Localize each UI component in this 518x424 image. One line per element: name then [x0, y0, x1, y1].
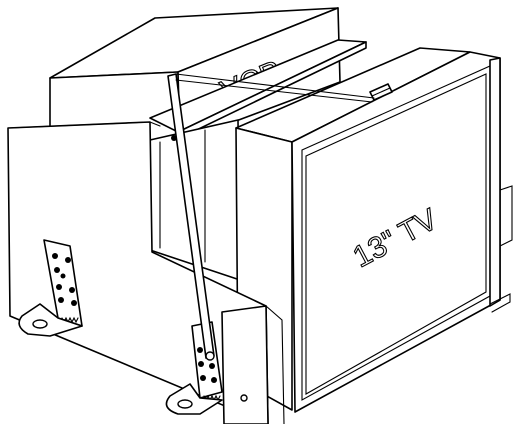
left-bracket-foot-hole	[32, 319, 48, 329]
left-bracket-bolt-1	[52, 253, 58, 259]
left-bracket-bolt-3	[54, 267, 60, 273]
left-bracket-bolt-2	[65, 257, 71, 263]
tie-strap-upper	[175, 73, 375, 99]
strap-clip-line	[371, 87, 391, 97]
front-upright-panel	[221, 305, 285, 424]
tv-right-edge	[489, 57, 501, 307]
tie-strap-upper-inner	[175, 79, 373, 103]
right-bracket-bolt-5	[200, 375, 206, 381]
right-bracket-foot-hole	[177, 399, 193, 409]
right-bracket-bolt-3	[198, 361, 204, 367]
right-bracket-bolt-1	[197, 347, 203, 353]
left-bracket-bolt-4	[60, 273, 66, 279]
right-bracket-bolt-4	[209, 363, 215, 369]
tv-screen	[305, 73, 487, 395]
tv-bottom-foot	[489, 293, 511, 313]
left-bracket-foot	[18, 303, 83, 337]
front-upright-edge	[265, 305, 285, 424]
front-upright-hole	[240, 394, 248, 402]
left-bracket-bolt-6	[69, 287, 75, 293]
left-bracket-bolt-5	[56, 284, 62, 290]
right-bracket-bolt-6	[211, 377, 217, 383]
right-bracket	[165, 321, 223, 415]
tie-strap	[167, 73, 375, 361]
left-bracket-bolt-7	[58, 297, 64, 303]
left-panel-top-edge	[7, 121, 161, 129]
tv-right-bracket	[499, 185, 513, 247]
left-bracket-bolt-8	[71, 300, 77, 306]
left-bracket	[18, 239, 83, 337]
tie-strap-bottom-loop	[205, 351, 215, 361]
tie-strap-rivet	[171, 135, 177, 141]
front-upright-face	[221, 305, 269, 424]
